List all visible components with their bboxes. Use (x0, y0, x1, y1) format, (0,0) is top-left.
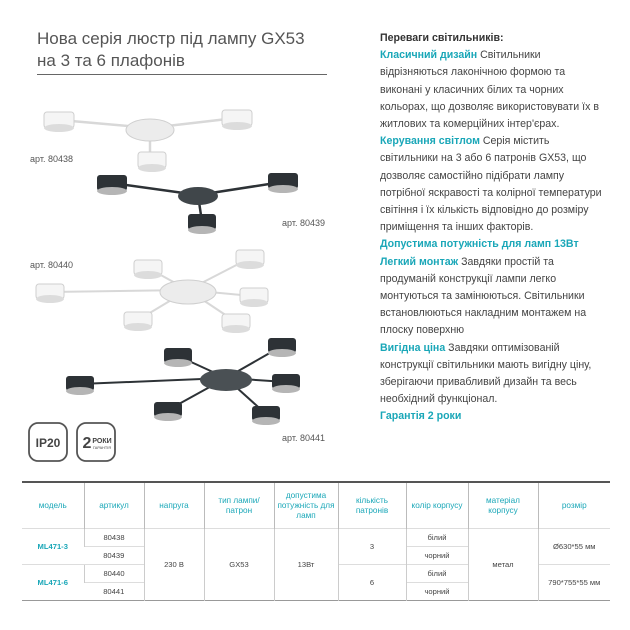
header-count: кількість патронів (337, 482, 406, 529)
article-label-80439: арт. 80439 (282, 218, 325, 228)
title-line-1: Нова серія люстр під лампу GX53 (37, 29, 305, 48)
article-cell: 80439 (84, 546, 144, 565)
benefit-title: Легкий монтаж (380, 255, 459, 268)
title-line-2: на 3 та 6 плафонів (37, 51, 185, 70)
color-cell: чорний (405, 546, 468, 565)
model-cell: ML471-6 (22, 564, 84, 601)
count-cell: 6 (337, 564, 406, 601)
warranty-years-number: 2 (83, 435, 92, 452)
benefit-text: Серія містить світильники на 3 або 6 пат… (380, 135, 602, 234)
benefit-price: Вигідна ціна Завдяки оптимізованій конст… (380, 340, 610, 409)
benefit-title: Керування світлом (380, 135, 480, 148)
product-illustrations (35, 109, 300, 425)
header-power: допустима потужність для ламп (273, 482, 338, 529)
benefit-warranty: Гарантія 2 роки (380, 408, 610, 425)
count-cell: 3 (337, 528, 406, 565)
header-lamp-type: тип лампи/ патрон (203, 482, 274, 529)
lamp-80438-image (43, 109, 253, 172)
power-cell: 13Вт (273, 528, 338, 601)
table-row: ML471-3 80438 230 В GX53 13Вт 3 білий ме… (22, 528, 610, 601)
header-voltage: напруга (143, 482, 204, 529)
header-material: матеріал корпусу (467, 482, 538, 529)
benefit-classic-design: Класичний дизайн Світильники відрізняють… (380, 47, 610, 133)
color-cell: білий (405, 528, 468, 547)
article-label-80440: арт. 80440 (30, 260, 73, 270)
table-row: 80441 чорний (22, 582, 610, 601)
lamp-80440-image (35, 249, 269, 333)
header-article: артикул (83, 482, 144, 529)
article-label-80438: арт. 80438 (30, 154, 73, 164)
benefit-text: Завдяки оптимізованій конструкції світил… (380, 341, 592, 406)
benefit-easy-mount: Легкий монтаж Завдяки простій та продума… (380, 254, 610, 340)
model-cell: ML471-3 (22, 528, 84, 565)
benefit-title: Класичний дизайн (380, 49, 478, 62)
warranty-subtitle: ГАРАНТІЯ (93, 446, 111, 450)
spec-table-header: модель артикул напруга тип лампи/ патрон… (22, 482, 610, 529)
page-title: Нова серія люстр під лампу GX53 на 3 та … (37, 28, 337, 72)
table-row: 80439 чорний (22, 546, 610, 565)
article-cell: 80441 (84, 582, 144, 601)
lamp-80439-image (97, 173, 298, 234)
benefit-light-control: Керування світлом Серія містить світильн… (380, 133, 610, 236)
warranty-badge-icon: 2 РОКИ ГАРАНТІЯ (76, 422, 116, 462)
benefit-text: Завдяки простій та продуманій конструкці… (380, 255, 587, 337)
color-cell: білий (405, 564, 468, 583)
benefit-power: Допустима потужність для ламп 13Вт (380, 236, 610, 253)
title-underline (37, 74, 327, 75)
table-row: ML471-6 80440 6 білий 790*755*55 мм (22, 564, 610, 601)
lamp-type-cell: GX53 (203, 528, 274, 601)
benefit-text: Світильники відрізняються лаконічною фор… (380, 49, 599, 131)
warranty-years-word: РОКИ (92, 438, 111, 445)
header-model: модель (38, 500, 67, 510)
benefit-title: Гарантія 2 роки (380, 410, 462, 423)
benefits-heading: Переваги світильників: (380, 32, 504, 44)
article-cell: 80438 (83, 528, 144, 547)
header-color: колір корпусу (405, 482, 468, 529)
article-label-80441: арт. 80441 (282, 433, 325, 443)
article-cell: 80440 (83, 564, 144, 583)
benefit-title: Допустима потужність для ламп 13Вт (380, 238, 579, 251)
size-cell: 790*755*55 мм (537, 564, 610, 601)
benefits-panel: Переваги світильників: Класичний дизайн … (380, 30, 610, 426)
voltage-cell: 230 В (143, 528, 204, 601)
material-cell: метал (467, 528, 538, 601)
lamp-80441-image (66, 338, 300, 425)
benefit-title: Вигідна ціна (380, 341, 446, 354)
ip-rating-text: IP20 (36, 436, 61, 450)
size-cell: Ø630*55 мм (537, 528, 610, 565)
spec-table: модель артикул напруга тип лампи/ патрон… (22, 481, 610, 601)
ip20-badge-icon: IP20 (28, 422, 68, 462)
header-size: розмір (537, 482, 610, 529)
color-cell: чорний (405, 582, 468, 601)
